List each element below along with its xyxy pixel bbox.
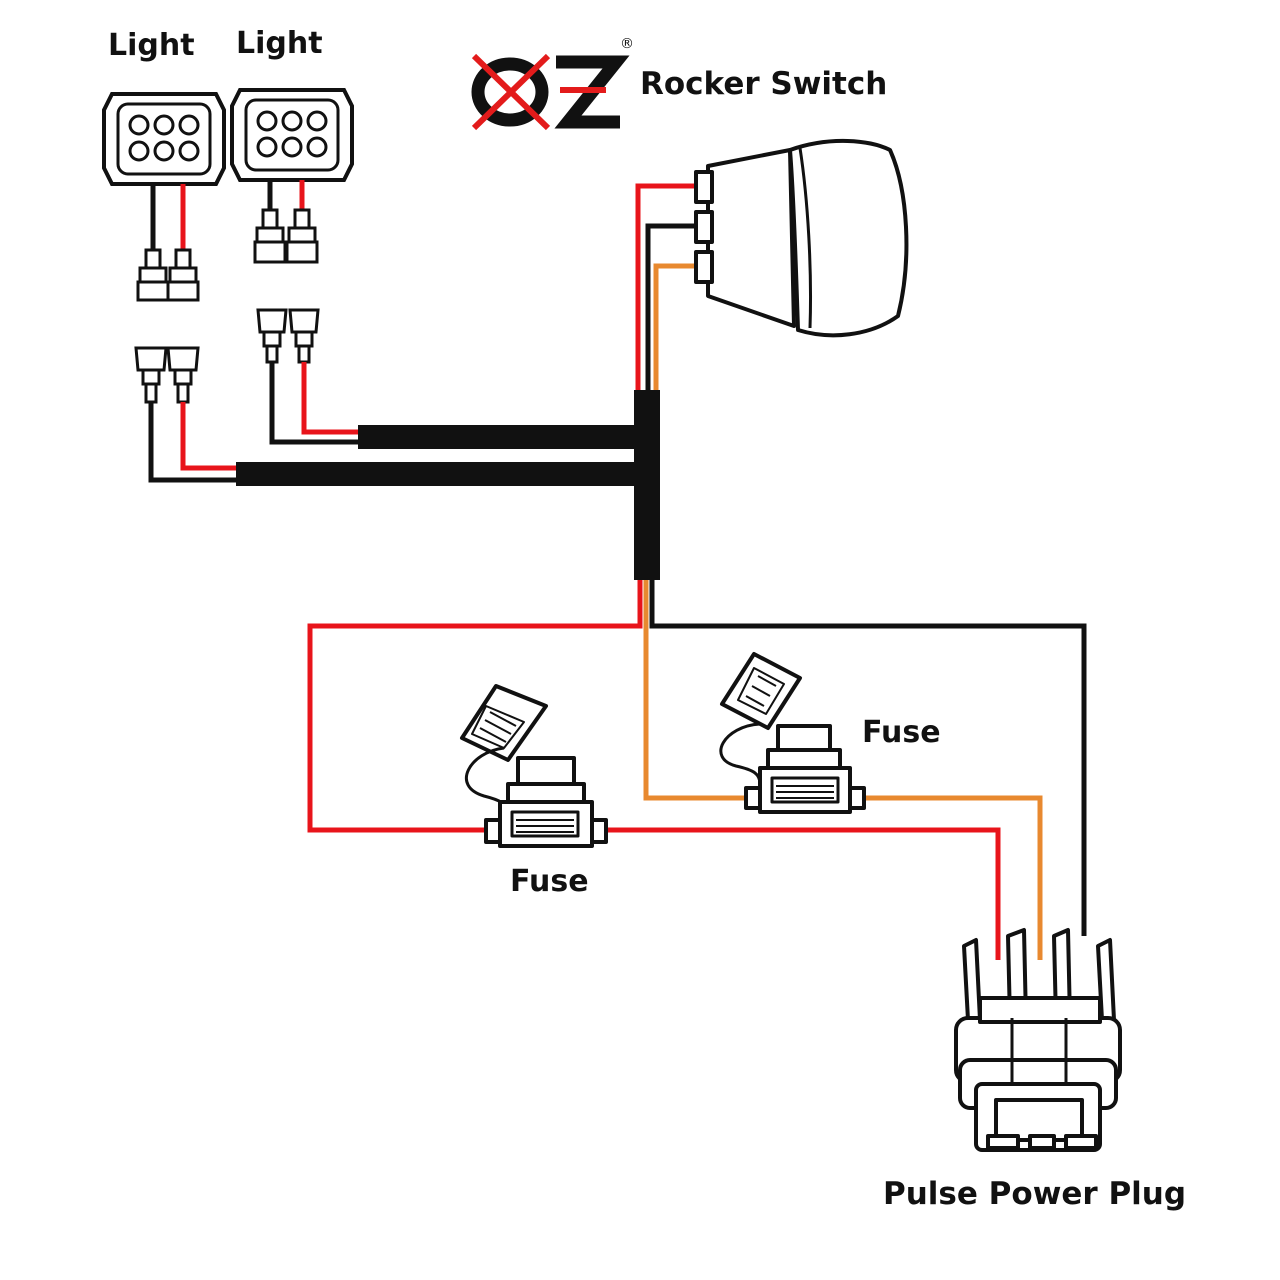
wire-switch-orange: [653, 263, 700, 392]
wire-fuse1-to-plug: [606, 827, 1001, 960]
loom-trunk-upper: [634, 390, 660, 488]
connectors: [134, 208, 320, 404]
wire-trunk-black: [649, 578, 1087, 936]
loom-trunk-lower: [634, 488, 660, 580]
light-bar-2: [230, 88, 354, 182]
fuse-2-label: Fuse: [862, 715, 941, 750]
wire-light2-black: [269, 362, 360, 445]
light-1-label: Light: [108, 28, 195, 63]
wire-switch-red: [635, 183, 700, 392]
wire-looms: [236, 390, 660, 580]
connector-harness2-black: [256, 308, 288, 364]
wire-switch-black: [645, 223, 700, 392]
wire-fuse2-to-plug: [866, 795, 1043, 960]
loom-light1: [236, 462, 636, 486]
fuse-1-label: Fuse: [510, 864, 589, 899]
wire-light1-red: [180, 402, 240, 471]
connector-harness1-black: [134, 346, 168, 404]
light-2-label: Light: [236, 26, 323, 61]
connector-harness2-red: [288, 308, 320, 364]
light-bar-1: [102, 92, 226, 186]
inline-fuse-1: [460, 684, 608, 848]
rocker-switch: [694, 138, 909, 338]
wire-trunk-red: [307, 578, 643, 833]
pulse-power-plug-label: Pulse Power Plug: [883, 1176, 1187, 1212]
connector-light2-black: [253, 208, 287, 264]
connector-light2-red: [285, 208, 319, 264]
connector-harness1-red: [166, 346, 200, 404]
wire-trunk-orange: [643, 578, 746, 801]
light-leads: [150, 180, 305, 252]
connector-light1-red: [166, 248, 200, 302]
harness-wires: [148, 183, 1087, 960]
wire-light1-black: [148, 402, 240, 483]
wire-light2-red: [301, 362, 360, 435]
loom-light2: [358, 425, 634, 449]
oz-logo: ®: [471, 36, 634, 131]
registered-mark: ®: [620, 36, 634, 52]
inline-fuse-2: [719, 652, 866, 814]
connector-light1-black: [136, 248, 170, 302]
rocker-switch-label: Rocker Switch: [640, 66, 888, 102]
pulse-power-plug: [954, 928, 1122, 1152]
